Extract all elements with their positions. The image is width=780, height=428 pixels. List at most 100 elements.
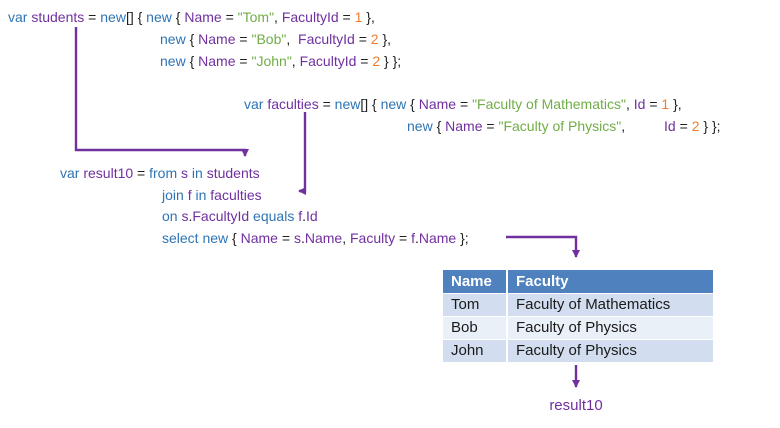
code-token: new [160,53,186,69]
code-token: = [277,230,294,246]
code-token: new [407,118,433,134]
code-token: { [185,53,199,69]
code-token: . [300,230,305,246]
code-token: = [645,96,662,112]
code-token: = [356,53,373,69]
code-token: equals [249,208,299,224]
code-token: faculties [210,187,262,203]
code-token: select new [162,230,229,246]
code-token: { [406,96,419,112]
code-token: Id [664,118,676,134]
code-token: [] { [125,9,147,25]
code-token: Id [306,208,318,224]
code-token: new [100,9,126,25]
code-token: 1 [661,96,670,112]
code-token: = [354,31,371,47]
code-token: Id [633,96,646,112]
code-token: from [149,165,182,181]
code-token: 1 [354,9,363,25]
code-token: , [291,53,300,69]
column-header-name: Name [443,270,508,294]
code-token: , [274,9,282,25]
code-token: FacultyId [281,9,339,25]
code-token: "Faculty of Mathematics" [472,96,626,112]
code-token: "Tom" [237,9,275,25]
code-token: , [342,230,350,246]
table-cell: John [443,339,508,363]
code-token: = [318,96,335,112]
code-token: Name [184,9,222,25]
code-query-on-line: on s.FacultyId equals f.Id [162,207,318,225]
code-token: Name [240,230,278,246]
code-token: s [181,208,189,224]
code-token: . [188,208,193,224]
code-query-from-line: var result10 = from s in students [60,164,260,182]
code-token: Name [418,230,457,246]
code-token: { [185,31,199,47]
code-token: }; [456,230,469,246]
code-token: students [206,165,260,181]
code-token: in [191,187,211,203]
code-token: s [181,165,189,181]
code-token: join [162,187,188,203]
code-query-select-line: select new { Name = s.Name, Faculty = f.… [162,229,469,247]
code-token: FacultyId [298,31,355,47]
code-token: students [31,9,85,25]
code-token: f [187,187,192,203]
code-token: 2 [691,118,700,134]
code-token: in [188,165,207,181]
code-token: { [171,9,185,25]
code-token: = [221,9,238,25]
code-token: = [482,118,499,134]
table-header-row: Name Faculty [443,270,713,294]
code-token: Name [445,118,483,134]
code-faculties-decl-line-2: new { Name = "Faculty of Physics", Id = … [407,117,721,135]
code-token: new [160,31,186,47]
code-token: var [60,165,84,181]
code-token: "Bob" [251,31,287,47]
code-token: FacultyId [299,53,357,69]
code-token: , [286,31,299,47]
code-token: new [334,96,361,112]
code-token: { [228,230,241,246]
code-token: }, [378,31,392,47]
code-token: = [133,165,150,181]
table-cell: Bob [443,316,508,340]
code-token: "Faculty of Physics" [498,118,622,134]
code-token: = [235,31,252,47]
code-token: }, [362,9,375,25]
code-token: = [84,9,101,25]
code-token: = [675,118,692,134]
code-token: Name [418,96,457,112]
code-token: new [380,96,407,112]
code-token: = [338,9,355,25]
code-token: result10 [83,165,134,181]
code-token: = [395,230,412,246]
code-students-decl-line-1: var students = new[] { new { Name = "Tom… [8,8,375,26]
arrow-faculties-to-join-clause [298,112,307,195]
code-token: } }; [380,53,402,69]
table-cell: Faculty of Mathematics [507,293,713,317]
code-token: Name [198,53,236,69]
code-token: = [235,53,252,69]
code-query-join-line: join f in faculties [162,186,262,204]
code-token: new [146,9,172,25]
code-students-decl-line-3: new { Name = "John", FacultyId = 2 } }; [160,52,401,70]
table-cell: Tom [443,293,508,317]
code-token: "John" [251,53,292,69]
code-token: { [432,118,446,134]
code-token: . [414,230,419,246]
code-token: s [293,230,301,246]
code-token: [] { [360,96,381,112]
code-token: , [621,118,665,134]
result-variable-label: result10 [549,397,603,414]
code-token: f [411,230,415,246]
code-token: }, [669,96,682,112]
arrow-select-to-table [506,235,580,258]
